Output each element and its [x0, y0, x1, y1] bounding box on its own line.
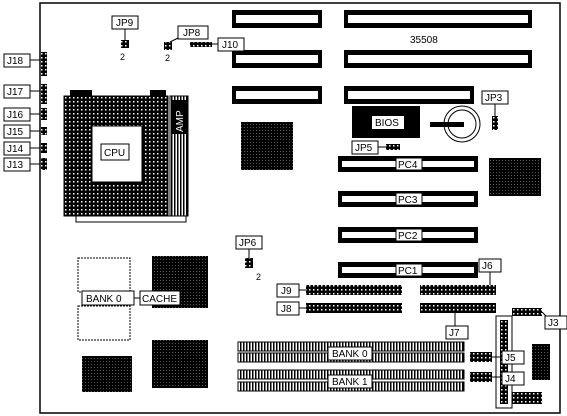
top-slots: [232, 10, 532, 104]
jp5-label: JP5: [355, 143, 373, 154]
jp9-pin-label: 2: [120, 52, 125, 62]
board-model-label: 35508: [410, 35, 438, 46]
j10-connector: J10: [190, 37, 245, 52]
svg-text:J4: J4: [505, 374, 516, 385]
simm-bank0-label: BANK 0: [332, 349, 368, 360]
cache-bank0: BANK 0 CACHE: [77, 257, 181, 341]
cache-label: CACHE: [142, 294, 177, 305]
dram-chip-2: [152, 340, 208, 388]
jp8-jumper: JP8 2: [164, 25, 209, 63]
jp9-jumper: JP9 2: [111, 15, 139, 62]
svg-text:J13: J13: [7, 160, 24, 171]
pc1-slot: PC1: [338, 262, 478, 278]
chipset-chip-1: [241, 122, 293, 170]
j8-connector: J8: [276, 301, 402, 316]
svg-text:PC4: PC4: [398, 160, 418, 171]
pc4-slot: PC4: [338, 156, 478, 172]
j6-connector: J6: [420, 258, 502, 295]
dram-chip-1: [82, 356, 132, 392]
j13-connector: J13: [3, 157, 47, 172]
svg-text:J16: J16: [7, 110, 24, 121]
svg-text:PC3: PC3: [398, 195, 418, 206]
simm-bank1-label: BANK 1: [332, 377, 368, 388]
cpu-socket: CPU: [63, 90, 187, 223]
j16-connector: J16: [3, 107, 47, 122]
jp5-jumper: JP5: [351, 140, 400, 155]
svg-text:J14: J14: [7, 144, 24, 155]
simm-bank0: BANK 0: [237, 341, 465, 363]
svg-text:J9: J9: [281, 286, 292, 297]
pc2-slot: PC2: [338, 227, 478, 243]
bios-label: BIOS: [375, 118, 399, 129]
svg-text:J7: J7: [449, 328, 460, 339]
jp8-label: JP8: [183, 28, 201, 39]
svg-text:J8: J8: [281, 304, 292, 315]
svg-text:J3: J3: [548, 318, 559, 329]
cpu-label: CPU: [104, 148, 125, 159]
svg-text:J18: J18: [7, 56, 24, 67]
svg-text:J17: J17: [7, 87, 24, 98]
jp6-pin-label: 2: [256, 272, 261, 282]
battery: [430, 105, 481, 143]
chipset-chip-2: [489, 158, 541, 196]
j15-connector: J15: [3, 124, 47, 139]
jp3-label: JP3: [485, 93, 503, 104]
j5-connector: J5: [492, 350, 525, 365]
amp-label: AMP: [175, 110, 186, 132]
simm-bank1: BANK 1: [237, 369, 465, 392]
bios-chip: BIOS: [352, 106, 420, 138]
j4-connector: J4: [492, 371, 525, 386]
jp6-label: JP6: [239, 238, 257, 249]
svg-text:J5: J5: [505, 353, 516, 364]
svg-text:PC2: PC2: [398, 231, 418, 242]
j7-connector: J7: [420, 303, 496, 340]
j9-connector: J9: [276, 283, 402, 298]
amp-lever: AMP: [169, 95, 189, 217]
j14-connector: J14: [3, 141, 47, 156]
j17-connector: J17: [3, 84, 47, 104]
cache-bank0-label: BANK 0: [86, 294, 122, 305]
jp9-label: JP9: [116, 18, 134, 29]
jp3-jumper: JP3: [481, 90, 509, 130]
svg-text:J15: J15: [7, 127, 24, 138]
jp8-pin-label: 2: [165, 53, 170, 63]
svg-text:PC1: PC1: [398, 266, 418, 277]
j18-connector: J18: [3, 52, 47, 76]
jp6-jumper: JP6 2: [235, 235, 263, 282]
pc3-slot: PC3: [338, 191, 478, 207]
svg-text:J6: J6: [482, 261, 493, 272]
j3-connector: J3: [541, 311, 567, 330]
j10-label: J10: [222, 40, 239, 51]
